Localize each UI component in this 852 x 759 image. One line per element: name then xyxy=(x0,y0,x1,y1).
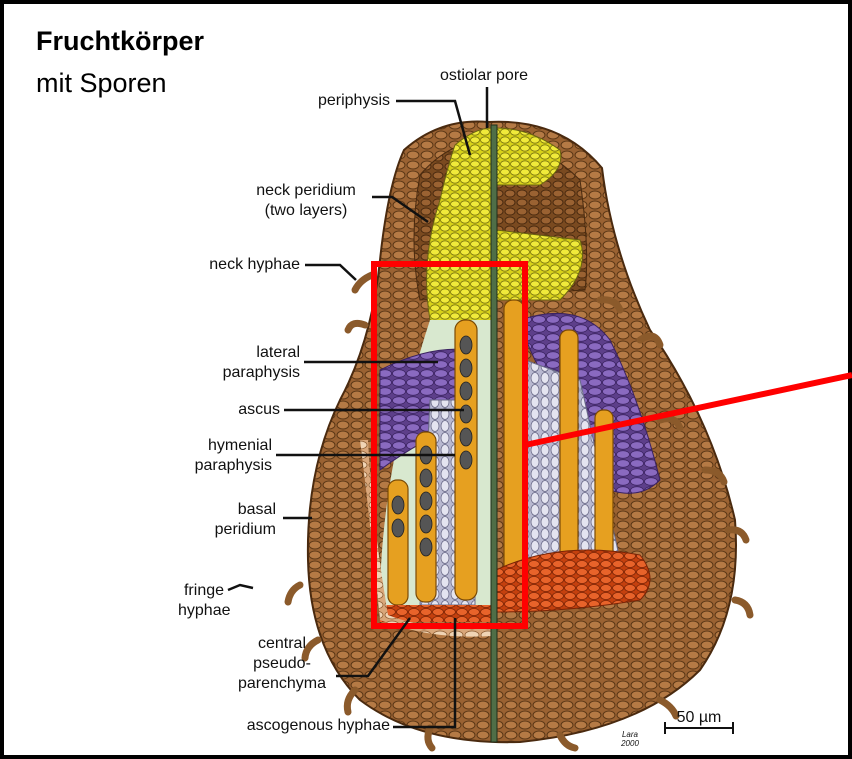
label-neck-peridium: neck peridium (two layers) xyxy=(244,181,368,221)
ascospore xyxy=(460,359,472,377)
fringe-hypha xyxy=(348,323,365,330)
fringe-hypha xyxy=(288,585,300,602)
label-ascogenous-hyphae: ascogenous hyphae xyxy=(240,716,390,736)
ascospore xyxy=(420,469,432,487)
ascus-shape xyxy=(560,330,578,560)
leader-fringe-hyphae xyxy=(228,585,253,590)
ascospore xyxy=(460,428,472,446)
fringe-hypha xyxy=(560,735,575,748)
fringe-hypha xyxy=(355,275,372,290)
label-fringe-hyphae: fringe hyphae xyxy=(178,581,230,621)
ascospore xyxy=(460,382,472,400)
label-lateral-paraphysis: lateral paraphysis xyxy=(206,343,300,383)
scale-bar-label: 50 µm xyxy=(666,708,732,728)
label-basal-peridium: basal peridium xyxy=(194,500,276,540)
ascospore xyxy=(460,451,472,469)
label-ascus: ascus xyxy=(214,400,280,420)
label-neck-hyphae: neck hyphae xyxy=(196,255,300,275)
ascospore xyxy=(420,538,432,556)
ascus-shape xyxy=(504,300,524,600)
ascospore xyxy=(392,496,404,514)
section-cut-line xyxy=(491,125,497,742)
label-hymenial-paraphysis: hymenial paraphysis xyxy=(184,436,272,476)
label-periphysis: periphysis xyxy=(290,91,390,111)
ascospore xyxy=(460,405,472,423)
ascospore xyxy=(420,492,432,510)
ascospore xyxy=(460,336,472,354)
ascospore xyxy=(420,515,432,533)
fringe-hypha xyxy=(428,728,432,748)
ascospore xyxy=(392,519,404,537)
fringe-hypha xyxy=(347,690,355,712)
label-central-pseudoparenchyma: central pseudo- parenchyma xyxy=(232,634,332,694)
label-ostiolar-pore: ostiolar pore xyxy=(440,66,528,86)
leader-neck-hyphae xyxy=(305,265,356,280)
artist-signature: Lara 2000 xyxy=(612,730,648,748)
fringe-hypha xyxy=(735,600,750,615)
